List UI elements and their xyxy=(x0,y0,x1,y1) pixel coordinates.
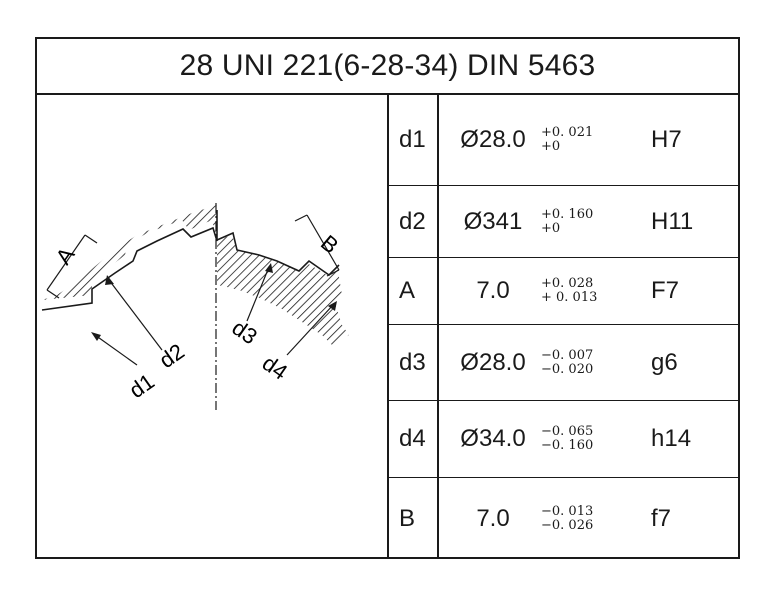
row-deviation: +0. 160 +0 xyxy=(541,206,621,236)
leader-d3 xyxy=(246,266,270,322)
dim-a-line xyxy=(46,234,86,291)
row-nominal: Ø28.0 xyxy=(460,126,526,153)
leader-d4 xyxy=(286,304,334,356)
row-symbol: B xyxy=(399,504,416,532)
dim-b-line xyxy=(306,214,340,271)
lower-deviation: −0. 026 xyxy=(541,517,594,533)
row-symbol: d1 xyxy=(399,126,426,153)
tolerance-table: d1 Ø28.0 +0. 021 +0 H7 d2 Ø341 +0. 160 +… xyxy=(387,95,740,559)
table-row: B 7.0 −0. 013 −0. 026 f7 xyxy=(389,478,740,559)
upper-deviation: −0. 065 xyxy=(541,424,594,439)
shaft-section xyxy=(217,235,349,345)
row-symbol: d3 xyxy=(399,348,426,376)
spline-profile-svg: A B d1 d2 d3 d4 xyxy=(41,203,349,410)
row-nominal: Ø34.0 xyxy=(460,425,526,452)
hub-section xyxy=(42,205,217,300)
leader-d2 xyxy=(108,279,163,351)
row-fit: H11 xyxy=(651,207,694,235)
label-b: B xyxy=(316,230,343,259)
upper-deviation: +0. 021 xyxy=(541,125,594,140)
lower-deviation: +0 xyxy=(541,139,561,154)
row-deviation: +0. 021 +0 xyxy=(541,126,621,154)
upper-deviation: −0. 013 xyxy=(541,503,594,519)
row-fit: g6 xyxy=(651,348,678,376)
row-nominal: 7.0 xyxy=(476,277,510,304)
table-row: d4 Ø34.0 −0. 065 −0. 160 h14 xyxy=(389,401,740,478)
row-symbol: A xyxy=(399,277,416,304)
row-deviation: −0. 013 −0. 026 xyxy=(541,503,621,533)
lower-deviation: −0. 020 xyxy=(541,361,594,377)
row-nominal: Ø28.0 xyxy=(460,348,526,376)
row-fit: H7 xyxy=(651,126,682,153)
upper-deviation: +0. 160 xyxy=(541,206,594,222)
table-row: A 7.0 +0. 028 + 0. 013 F7 xyxy=(389,258,740,325)
row-deviation: −0. 007 −0. 020 xyxy=(541,347,621,377)
leader-d1 xyxy=(94,334,138,366)
label-d3: d3 xyxy=(227,315,261,350)
row-fit: h14 xyxy=(651,425,692,452)
shaft-outline xyxy=(216,231,340,277)
row-nominal: 7.0 xyxy=(476,504,510,532)
row-deviation: +0. 028 + 0. 013 xyxy=(541,277,621,305)
spec-title: 28 UNI 221(6-28-34) DIN 5463 xyxy=(37,39,738,95)
upper-deviation: +0. 028 xyxy=(541,276,594,291)
row-nominal: Ø341 xyxy=(463,207,523,235)
table-row: d1 Ø28.0 +0. 021 +0 H7 xyxy=(389,95,740,186)
row-fit: f7 xyxy=(651,504,672,532)
row-fit: F7 xyxy=(651,277,680,304)
row-symbol: d2 xyxy=(399,207,426,235)
table-row: d3 Ø28.0 −0. 007 −0. 020 g6 xyxy=(389,325,740,401)
label-a: A xyxy=(51,242,80,269)
spline-spec-frame: 28 UNI 221(6-28-34) DIN 5463 A xyxy=(35,37,740,559)
row-symbol: d4 xyxy=(399,425,426,452)
hub-outline xyxy=(41,210,218,311)
lower-deviation: +0 xyxy=(541,220,561,236)
lower-deviation: + 0. 013 xyxy=(541,290,598,305)
spline-profile-drawing: A B d1 d2 d3 d4 xyxy=(37,95,387,559)
row-deviation: −0. 065 −0. 160 xyxy=(541,425,621,453)
lower-deviation: −0. 160 xyxy=(541,438,594,453)
upper-deviation: −0. 007 xyxy=(541,347,594,363)
table-row: d2 Ø341 +0. 160 +0 H11 xyxy=(389,186,740,258)
label-d2: d2 xyxy=(154,339,188,374)
table-column-divider xyxy=(437,95,439,559)
label-d4: d4 xyxy=(258,350,292,385)
label-d1: d1 xyxy=(124,369,158,404)
